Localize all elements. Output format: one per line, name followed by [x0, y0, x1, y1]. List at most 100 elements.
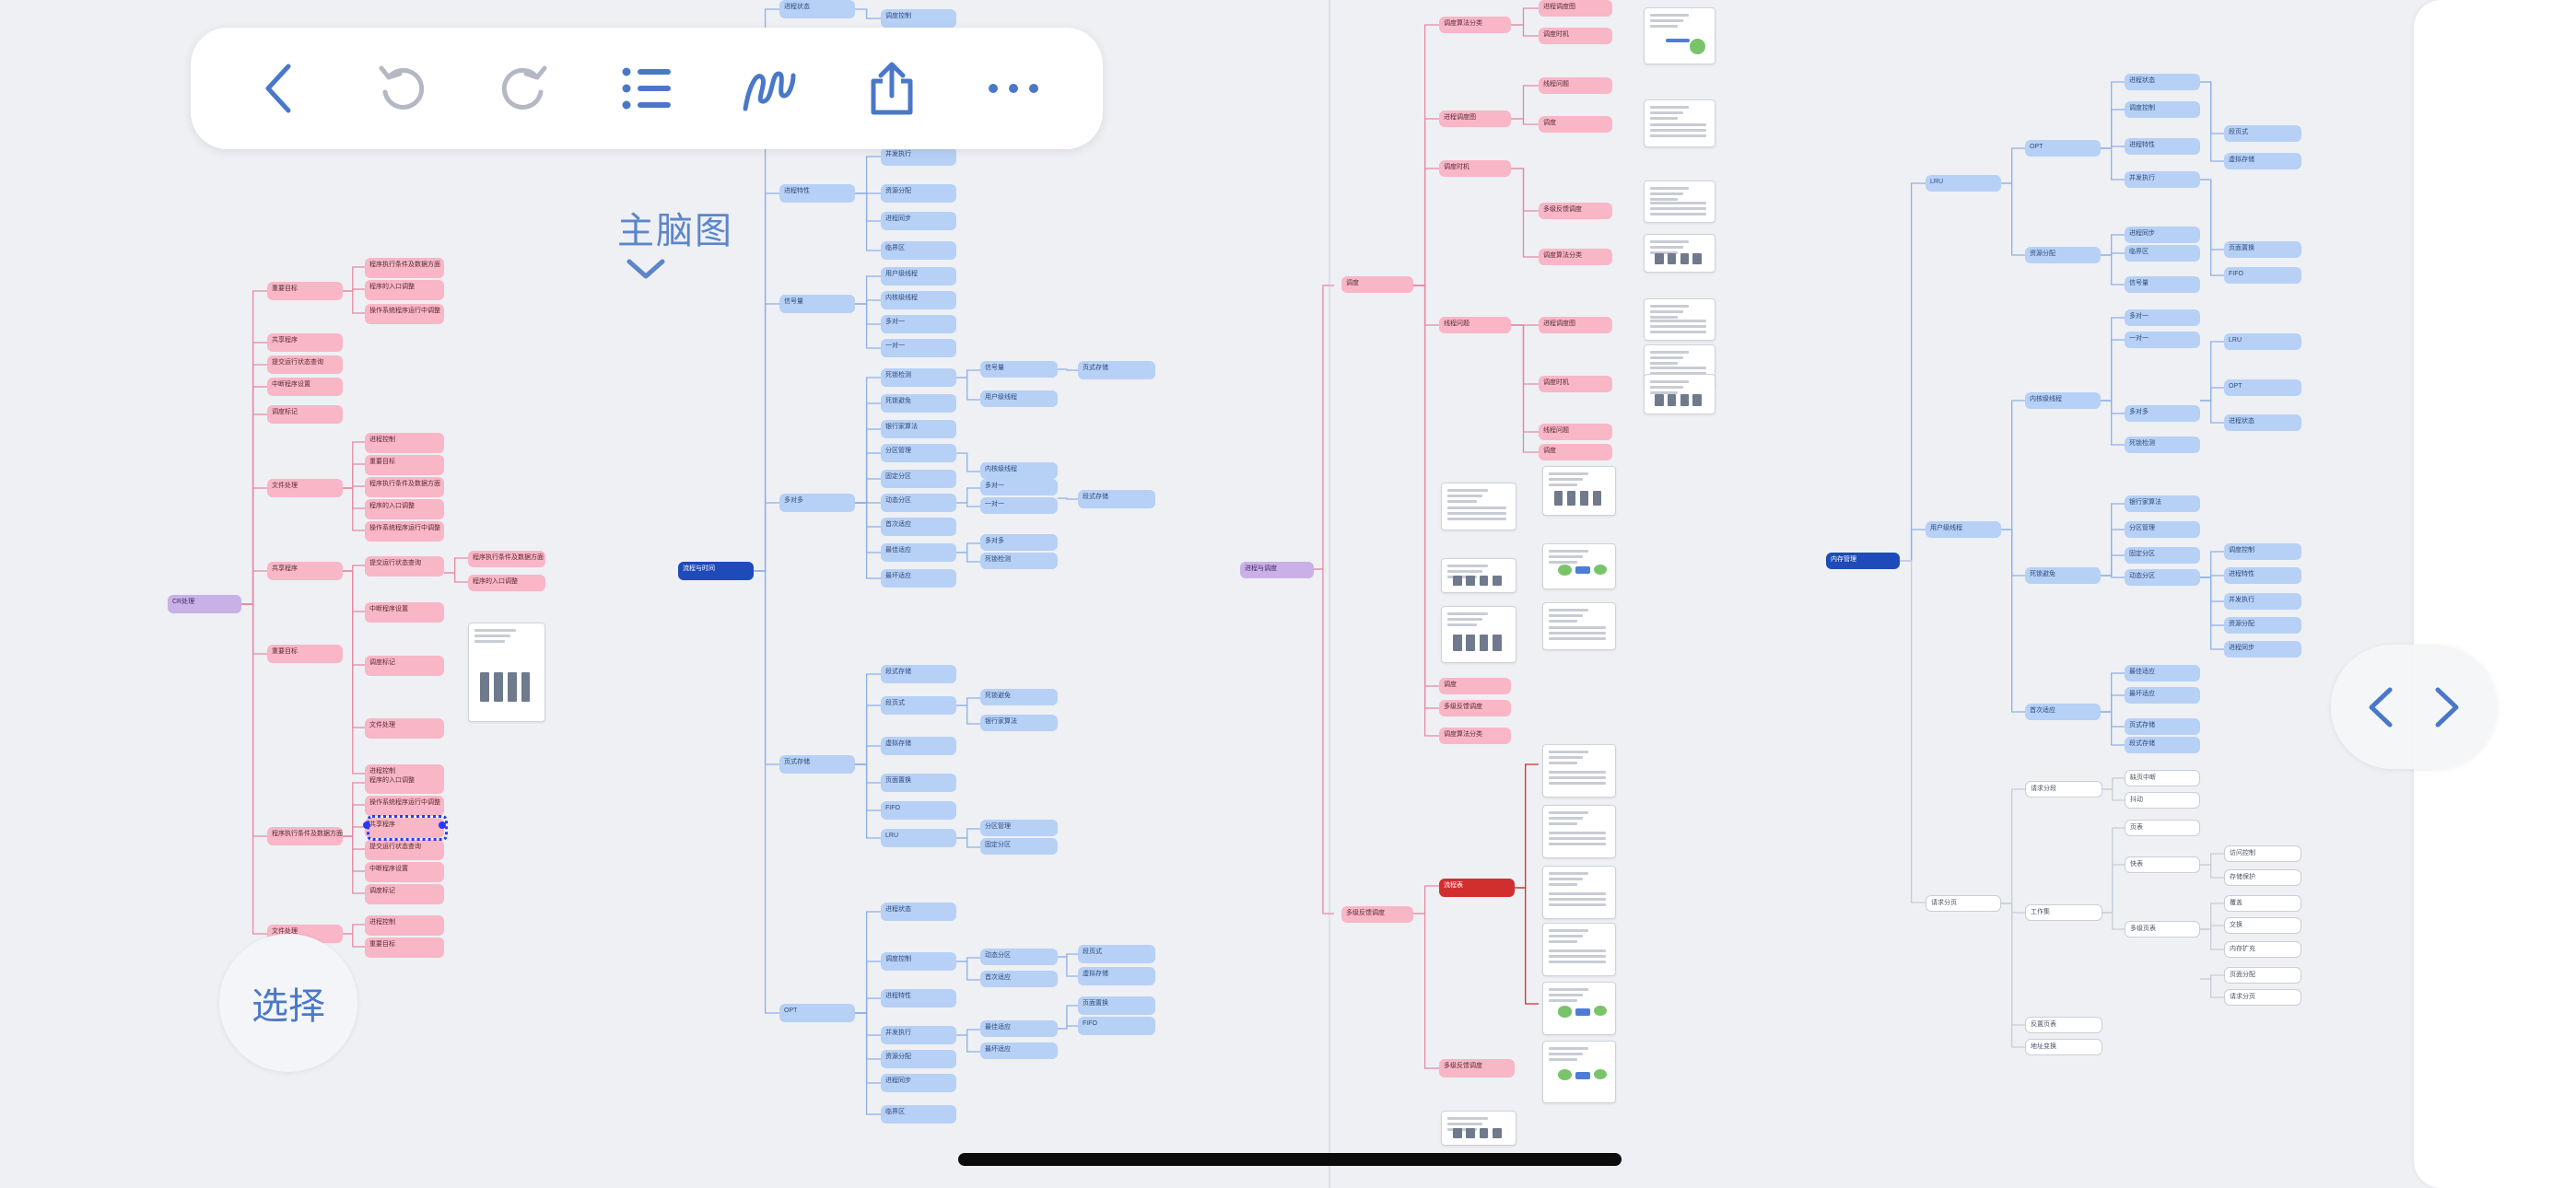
mindmap-node[interactable]: 中断程序设置	[365, 862, 444, 882]
mindmap-node[interactable]: 地址变换	[2025, 1039, 2102, 1055]
mindmap-node[interactable]: 死锁检测	[881, 368, 956, 387]
mindmap-node[interactable]: 存储保护	[2224, 869, 2301, 886]
mindmap-node[interactable]: 共享程序	[267, 562, 343, 580]
mindmap-node[interactable]: 重要目标	[365, 455, 444, 475]
mindmap-node[interactable]: 操作系统程序运行中调整	[365, 521, 444, 542]
mindmap-node[interactable]: 动态分区	[2125, 569, 2200, 586]
image-thumbnail[interactable]	[1542, 744, 1616, 798]
mindmap-node[interactable]: 调度控制	[881, 9, 956, 28]
selection-handle[interactable]	[439, 821, 446, 829]
mindmap-node[interactable]: 操作系统程序运行中调整	[365, 304, 444, 324]
chevron-right-icon[interactable]	[2430, 684, 2464, 730]
mindmap-node[interactable]: 调度算法分类	[1439, 728, 1511, 744]
mindmap-node[interactable]: 最佳适应	[2125, 665, 2200, 681]
mindmap-node[interactable]: FIFO	[881, 801, 956, 820]
outline-button[interactable]	[610, 52, 684, 125]
mindmap-node[interactable]: 进程调度图	[1539, 0, 1612, 17]
image-thumbnail[interactable]	[1542, 866, 1616, 919]
mindmap-node[interactable]: 死锁避免	[2025, 567, 2101, 584]
mindmap-node[interactable]: 多对一	[2125, 309, 2200, 326]
mindmap-node[interactable]: 调度标记	[267, 405, 343, 424]
image-thumbnail[interactable]	[1441, 483, 1516, 530]
mindmap-node[interactable]: 程序的入口调整	[365, 774, 444, 794]
mindmap-node[interactable]: 调度	[1439, 678, 1511, 694]
mindmap-node[interactable]: 线程问题	[1439, 317, 1511, 333]
mindmap-node[interactable]: 程序执行条件及数据方面	[468, 551, 545, 567]
mindmap-node[interactable]: 程序的入口调整	[468, 575, 545, 591]
selection-handle[interactable]	[363, 821, 370, 829]
mindmap-node[interactable]: 调度标记	[365, 656, 444, 676]
mindmap-node[interactable]: 调度标记	[365, 884, 444, 904]
pen-button[interactable]	[732, 52, 806, 125]
mindmap-node[interactable]: 资源分配	[2224, 617, 2301, 634]
mindmap-node[interactable]: 重要目标	[365, 938, 444, 958]
mindmap-node[interactable]: 文件处理	[365, 718, 444, 739]
mindmap-node[interactable]: 调度控制	[881, 952, 956, 971]
mindmap-node[interactable]: 首次适应	[881, 518, 956, 536]
mindmap-node[interactable]: 共享程序	[365, 818, 444, 838]
mindmap-node[interactable]: 请求分段	[2025, 781, 2102, 798]
mindmap-node[interactable]: 调度	[1341, 276, 1413, 293]
mindmap-node[interactable]: 页式存储	[2125, 718, 2200, 735]
mindmap-node[interactable]: 提交运行状态查询	[365, 556, 444, 577]
mindmap-node[interactable]: 死锁避免	[881, 394, 956, 413]
mindmap-node[interactable]: 程序执行条件及数据方面	[267, 827, 343, 845]
mindmap-node[interactable]: 页表	[2125, 820, 2200, 836]
mindmap-node[interactable]: 操作系统程序运行中调整	[365, 796, 444, 816]
mindmap-node[interactable]: 交换	[2224, 917, 2301, 934]
image-thumbnail[interactable]	[1542, 602, 1616, 650]
mindmap-node[interactable]: LRU	[1926, 175, 2001, 192]
mindmap-node[interactable]: 调度	[1539, 444, 1612, 460]
mindmap-node[interactable]: 缺页中断	[2125, 770, 2200, 786]
mindmap-node[interactable]: 银行家算法	[2125, 495, 2200, 512]
mindmap-node[interactable]: 动态分区	[881, 494, 956, 512]
mindmap-node[interactable]: 多对多	[980, 534, 1058, 551]
mindmap-node[interactable]: 调度	[1539, 116, 1612, 133]
mindmap-node[interactable]: 进程控制	[365, 433, 444, 453]
mindmap-node[interactable]: 分区管理	[980, 820, 1058, 836]
mindmap-node[interactable]: 多对一	[980, 479, 1058, 495]
mindmap-node[interactable]: 虚拟存储	[1078, 967, 1155, 985]
mindmap-node[interactable]: 并发执行	[881, 147, 956, 166]
mindmap-node[interactable]: 调度控制	[2224, 543, 2301, 560]
mindmap-node[interactable]: 并发执行	[2125, 171, 2200, 188]
back-button[interactable]	[242, 52, 316, 125]
image-thumbnail[interactable]	[1644, 298, 1715, 341]
image-thumbnail[interactable]	[1542, 466, 1616, 516]
mindmap-node[interactable]: 多级页表	[2125, 921, 2200, 938]
mindmap-node[interactable]: 信号量	[980, 361, 1058, 378]
image-thumbnail[interactable]	[1441, 1111, 1516, 1146]
mindmap-node[interactable]: 提交运行状态查询	[365, 840, 444, 860]
mindmap-node[interactable]: OPT	[2224, 379, 2301, 396]
mindmap-node[interactable]: 死锁检测	[980, 553, 1058, 569]
mindmap-root-node[interactable]: 内存管理	[1826, 553, 1900, 569]
mindmap-node[interactable]: 固定分区	[980, 838, 1058, 855]
mindmap-node[interactable]: 最坏适应	[2125, 687, 2200, 704]
share-button[interactable]	[855, 52, 929, 125]
mindmap-node[interactable]: 进程状态	[2125, 74, 2200, 90]
mindmap-node[interactable]: 程序的入口调整	[365, 280, 444, 300]
mindmap-node[interactable]: 覆盖	[2224, 895, 2301, 912]
mindmap-node[interactable]: 共享程序	[267, 333, 343, 352]
mindmap-node[interactable]: 页面置换	[2224, 241, 2301, 258]
mindmap-node[interactable]: 用户级线程	[881, 267, 956, 285]
image-thumbnail[interactable]	[1542, 543, 1616, 589]
mindmap-node[interactable]: 虚拟存储	[2224, 153, 2301, 169]
mindmap-node[interactable]: 首次适应	[980, 971, 1058, 987]
image-thumbnail[interactable]	[1644, 374, 1715, 414]
mindmap-node[interactable]: 内核级线程	[980, 462, 1058, 479]
mindmap-node[interactable]: 段式存储	[1078, 490, 1155, 508]
mindmap-node[interactable]: 资源分配	[881, 1050, 956, 1068]
mindmap-node[interactable]: 临界区	[881, 241, 956, 260]
mindmap-node[interactable]: 反置页表	[2025, 1017, 2102, 1033]
mindmap-node[interactable]: 分区管理	[2125, 521, 2200, 538]
selection-box[interactable]	[367, 815, 448, 841]
mindmap-node[interactable]: 多对多	[779, 494, 855, 512]
mindmap-node[interactable]: 多对一	[881, 315, 956, 333]
image-thumbnail[interactable]	[1542, 982, 1616, 1035]
mindmap-node[interactable]: 中断程序设置	[267, 378, 343, 396]
redo-button[interactable]	[487, 52, 561, 125]
mindmap-node[interactable]: 段页式	[1078, 945, 1155, 963]
mindmap-node[interactable]: 文件处理	[267, 479, 343, 497]
mindmap-node[interactable]: 工作集	[2025, 904, 2102, 921]
